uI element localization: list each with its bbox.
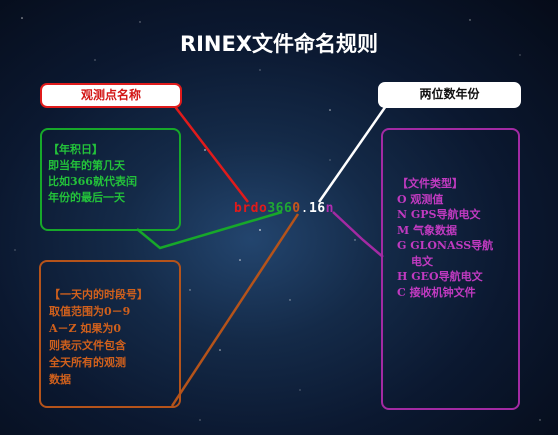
file-type-item: G GLONASS导航 bbox=[397, 239, 494, 252]
filename-dot: . bbox=[300, 201, 309, 216]
day-of-year-line: 比如366就代表闰 bbox=[48, 175, 137, 188]
file-type-item: H GEO导航电文 bbox=[397, 270, 483, 283]
session-number-line: A－Z 如果为0 bbox=[49, 322, 122, 335]
session-number-line: 取值范围为0－9 bbox=[49, 305, 131, 318]
year-connector bbox=[317, 102, 390, 203]
filename-year: 16 bbox=[308, 201, 326, 216]
session-number-box: 【一天内的时段号】 取值范围为0－9 A－Z 如果为0 则表示文件包含 全天所有… bbox=[39, 260, 181, 408]
file-type-item: N GPS导航电文 bbox=[397, 208, 481, 221]
session-number-line: 数据 bbox=[49, 373, 71, 386]
filename-station: brdo bbox=[234, 201, 268, 216]
file-type-item: O 观测值 bbox=[397, 192, 444, 206]
type-connector bbox=[332, 211, 384, 258]
example-filename: brdo3660.16n bbox=[234, 201, 334, 216]
session-number-heading: 【一天内的时段号】 bbox=[49, 288, 148, 301]
day-of-year-line: 年份的最后一天 bbox=[48, 191, 125, 204]
filename-session: 0 bbox=[292, 201, 301, 216]
session-number-line: 则表示文件包含 bbox=[49, 339, 126, 352]
file-type-heading: 【文件类型】 bbox=[397, 177, 463, 190]
file-type-box: 【文件类型】 O 观测值 N GPS导航电文 M 气象数据 G GLONASS导… bbox=[381, 128, 520, 410]
day-of-year-heading: 【年积日】 bbox=[48, 143, 103, 156]
file-type-item: M 气象数据 bbox=[397, 223, 458, 237]
hour-connector bbox=[170, 213, 300, 407]
two-digit-year-label: 两位数年份 bbox=[378, 82, 521, 108]
file-type-item: C 接收机钟文件 bbox=[397, 285, 476, 299]
filename-day-of-year: 366 bbox=[267, 201, 293, 216]
station-connector bbox=[169, 99, 249, 203]
day-of-year-box: 【年积日】 即当年的第几天 比如366就代表闰 年份的最后一天 bbox=[40, 128, 181, 231]
station-name-label: 观测点名称 bbox=[40, 83, 182, 108]
day-connector bbox=[136, 210, 283, 250]
page-title: RINEX文件命名规则 bbox=[179, 32, 379, 56]
filename-type: n bbox=[325, 201, 334, 216]
file-type-item-continued: 电文 bbox=[411, 254, 433, 268]
day-of-year-line: 即当年的第几天 bbox=[48, 159, 125, 172]
session-number-line: 全天所有的观测 bbox=[49, 356, 126, 369]
